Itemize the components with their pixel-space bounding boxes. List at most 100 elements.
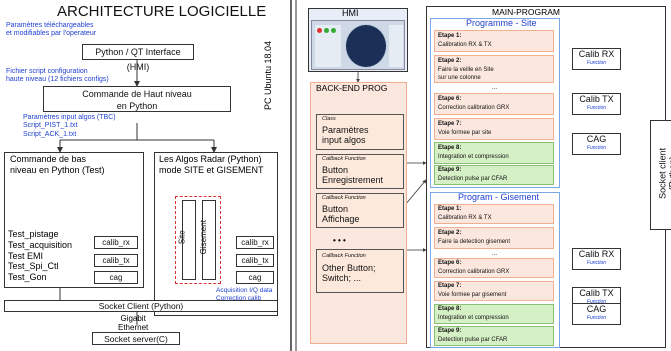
note-parameters: Paramètres téléchargeables et modifiable… (6, 22, 97, 38)
calib-rx-box-right: calib_rx (236, 236, 274, 249)
function-label: Function (586, 260, 607, 266)
hmi-screenshot (311, 20, 405, 70)
calib-function-block: Calib RX Function (572, 248, 621, 270)
card-kind: Callback Function (322, 253, 366, 259)
socket-client-label: Socket client (Python) (657, 147, 671, 199)
card-kind: Callback Function (322, 156, 366, 162)
main-program-title: MAIN-PROGRAM (492, 7, 560, 17)
site-gisement-group (175, 196, 221, 284)
gisement-block: Gisement (198, 200, 216, 280)
step-text: Correction calibration GRX (438, 269, 510, 275)
low-level-command-title: Commande de bas niveau en Python (Test) (10, 154, 105, 176)
calib-name: Calib RX (578, 49, 615, 59)
site-block: Site (177, 200, 196, 280)
cag-box-right: cag (236, 271, 274, 284)
calib-function-block: Calib TX Function (572, 93, 621, 115)
site-dots: ... (492, 85, 498, 91)
gisement-label: Gisement (198, 220, 208, 255)
calib-name: CAG (586, 304, 607, 314)
site-program-title: Programme - Site (466, 18, 537, 28)
step-text: Voie formee par gisement (438, 292, 507, 298)
note-script-config: Fichier script configuration haute nivea… (6, 68, 109, 84)
function-label: Function (586, 145, 607, 151)
site-step: Etape 7: Voie formee par site (434, 118, 554, 140)
gisement-step: Etape 8: Integration et compression (434, 304, 554, 324)
calib-function-block: Calib RX Function (572, 48, 621, 70)
backend-ellipsis: • • • (333, 236, 346, 245)
card-text: Button Enregistrement (322, 165, 384, 186)
gisement-program-title: Program - Gisement (458, 192, 540, 202)
hmi-title: HMI (342, 8, 359, 18)
calib-function-block: CAG Function (572, 303, 621, 325)
gisement-step: Etape 9: Detection pulse par CFAR (434, 326, 554, 346)
python-qt-interface-box: Python / QT Interface (HMI) (82, 44, 194, 72)
socket-client-box-right: Socket client (Python) (650, 120, 671, 230)
calib-tx-box-left: calib_tx (94, 254, 138, 267)
function-label: Function (586, 299, 607, 305)
gisement-dots: ... (492, 251, 498, 257)
step-text: Calibration RX & TX (438, 42, 492, 48)
diagram-title: ARCHITECTURE LOGICIELLE (57, 3, 267, 20)
note-input-algos: Paramètres input algos (TBC) Script_PIST… (23, 114, 116, 138)
high-level-command-box: Commande de Haut niveau en Python (43, 86, 231, 112)
site-step: Etape 8: Integration et compression (434, 142, 554, 164)
radar-scope-icon (345, 24, 387, 68)
card-text: Button Affichage (322, 204, 360, 225)
function-label: Function (586, 60, 607, 66)
function-label: Function (586, 315, 607, 321)
socket-server-box: Socket server(C) (92, 332, 180, 345)
step-label: Etape 1: (438, 33, 462, 39)
radar-algos-title: Les Algos Radar (Python) mode SITE et GI… (159, 154, 264, 176)
card-kind: Callback Function (322, 195, 366, 201)
site-step: Etape 1: Calibration RX & TX (434, 30, 554, 52)
calib-tx-box-right: calib_tx (236, 254, 274, 267)
pc-ubuntu-label: PC Ubuntu 18.04 (263, 40, 273, 110)
hmi-led-icon (324, 28, 329, 33)
gisement-step: Etape 7: Voie formee par gisement (434, 281, 554, 301)
hmi-led-icon (331, 28, 336, 33)
step-label: Etape 2: (438, 58, 462, 64)
step-text: Calibration RX & TX (438, 215, 492, 221)
calib-name: CAG (586, 134, 607, 144)
socket-client-bar: Socket Client (Python) (4, 300, 278, 312)
step-text: Faire la veille en Site sur une colonne (438, 67, 494, 81)
calib-function-block: CAG Function (572, 133, 621, 155)
gisement-step: Etape 6: Correction calibration GRX (434, 258, 554, 278)
step-label: Etape 9: (438, 328, 462, 334)
step-text: Detection pulse par CFAR (438, 176, 508, 182)
step-text: Correction calibration GRX (438, 105, 510, 111)
step-text: Integration et compression (438, 315, 509, 321)
backend-card: Class Paramètres input algos (316, 114, 404, 150)
card-text: Other Button; Switch; ... (322, 263, 376, 284)
step-text: Integration et compression (438, 154, 509, 160)
cag-box-left: cag (94, 271, 138, 284)
hmi-led-icon (317, 28, 322, 33)
test-list: Test_pistage Test_acquisition Test EMI T… (8, 229, 72, 283)
gisement-step: Etape 2: Faire la detection gisement (434, 227, 554, 249)
test-item: Test_Gon (8, 272, 47, 283)
calib-name: Calib TX (579, 288, 614, 298)
site-step: Etape 2: Faire la veille en Site sur une… (434, 55, 554, 83)
test-item: Test_Spi_Ctl (8, 261, 59, 272)
backend-card: Callback Function Other Button; Switch; … (316, 249, 404, 293)
backend-card: Callback Function Button Affichage (316, 193, 404, 228)
site-label: Site (177, 230, 187, 245)
test-item: Test_acquisition (8, 239, 73, 250)
site-step: Etape 6: Correction calibration GRX (434, 93, 554, 115)
calib-rx-box-left: calib_rx (94, 236, 138, 249)
step-label: Etape 7: (438, 283, 462, 289)
step-label: Etape 2: (438, 230, 462, 236)
step-label: Etape 1: (438, 206, 462, 212)
step-label: Etape 8: (438, 306, 462, 312)
gisement-step: Etape 1: Calibration RX & TX (434, 204, 554, 224)
step-label: Etape 9: (438, 167, 462, 173)
step-label: Etape 6: (438, 260, 462, 266)
backend-title: BACK-END PROG (316, 83, 388, 93)
step-text: Detection pulse par CFAR (438, 337, 508, 343)
test-item: Test_pistage (8, 229, 59, 239)
step-text: Faire la detection gisement (438, 239, 511, 245)
calib-name: Calib RX (578, 249, 615, 259)
radar-algos-frame (154, 152, 278, 316)
backend-card: Callback Function Button Enregistrement (316, 154, 404, 189)
